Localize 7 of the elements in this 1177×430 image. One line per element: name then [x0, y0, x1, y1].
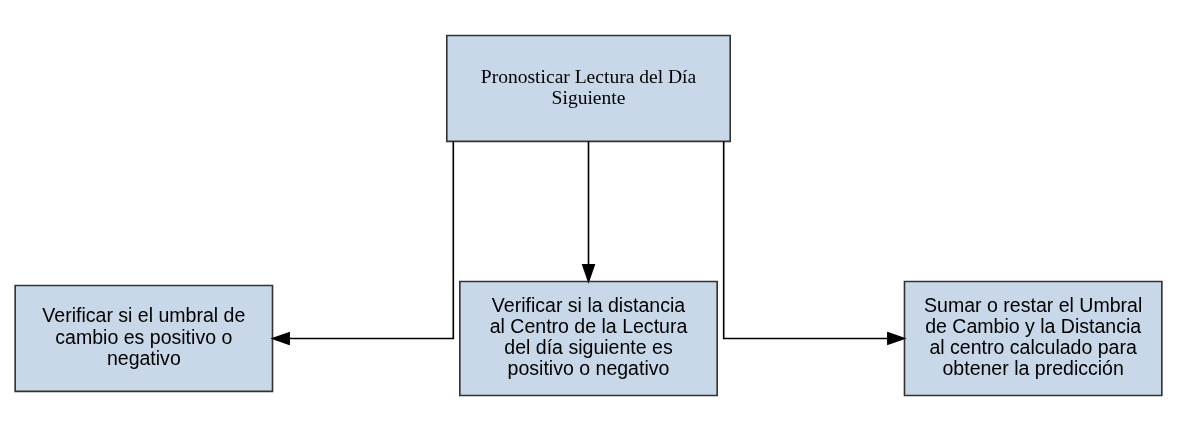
- node-box: Pronosticar Lectura del Día Siguiente: [445, 34, 732, 142]
- node-box: Sumar o restar el Umbral de Cambio y la Distancia al centro calculado para obtener la predicción: [903, 280, 1163, 396]
- arrow: [581, 140, 596, 284]
- node-box: Verificar si la distancia al Centro de la Lectura del día siguiente es positivo o negativo: [459, 280, 718, 396]
- arrow: [270, 140, 455, 345]
- arrow: [722, 140, 907, 345]
- node-box: Verificar si el umbral de cambio es positivo o negativo: [14, 284, 274, 392]
